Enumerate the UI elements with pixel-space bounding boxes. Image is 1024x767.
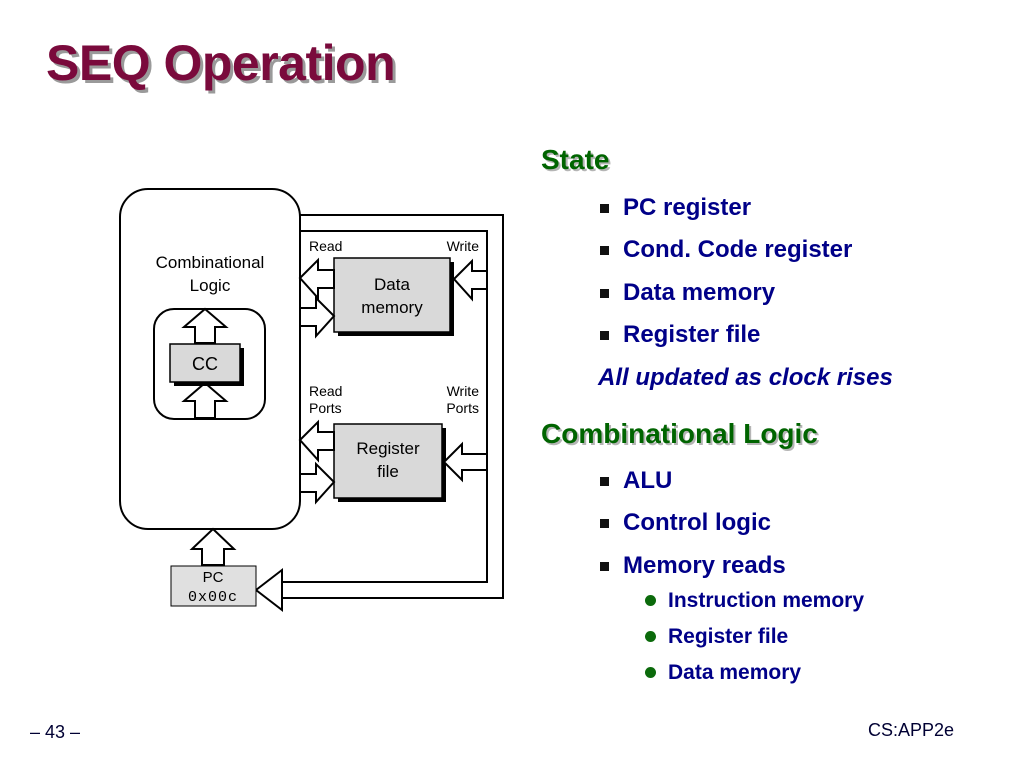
register-file-box <box>333 423 443 499</box>
data-memory-arrows <box>298 257 488 339</box>
combinational-item-memory-reads: Memory reads <box>600 552 786 580</box>
combinational-item-control-logic: Control logic <box>600 509 771 537</box>
cc-label: CC <box>192 354 218 374</box>
cc-register <box>169 343 241 383</box>
combinational-logic-label-2: Logic <box>190 276 231 295</box>
course-label: CS:APP2e <box>868 720 955 740</box>
square-bullet-icon <box>600 246 609 255</box>
memory-reads-register-file: Register file <box>645 625 788 649</box>
state-item-register-file: Register file <box>600 321 760 349</box>
state-item-cond-code: Cond. Code register <box>600 236 852 264</box>
memory-reads-data-memory: Data memory <box>645 661 801 685</box>
register-file-label: Register <box>356 439 420 458</box>
combinational-heading: Combinational Logic <box>541 418 818 449</box>
read-label: Read <box>309 238 342 254</box>
slide-title: SEQ Operation <box>46 35 396 91</box>
cc-arrows <box>181 307 229 419</box>
round-bullet-icon <box>645 595 656 606</box>
data-memory-box <box>333 257 451 333</box>
pc-label: PC <box>203 569 224 586</box>
square-bullet-icon <box>600 204 609 213</box>
write-ports-label: Write <box>447 383 480 399</box>
read-ports-label-2: Ports <box>309 400 342 416</box>
page-number: – 43 – <box>30 722 81 742</box>
write-label: Write <box>447 238 480 254</box>
state-item-pc-register: PC register <box>600 194 751 222</box>
register-file-label-2: file <box>377 462 399 481</box>
memory-reads-instruction-memory: Instruction memory <box>645 589 864 613</box>
data-memory-label-2: memory <box>361 298 423 317</box>
combinational-item-alu: ALU <box>600 467 672 495</box>
pc-arrow <box>189 527 237 566</box>
pc-feedback-arrow <box>254 567 283 613</box>
write-ports-label-2: Ports <box>446 400 479 416</box>
combinational-logic-label: Combinational <box>156 253 265 272</box>
read-ports-label: Read <box>309 383 342 399</box>
square-bullet-icon <box>600 289 609 298</box>
state-note: All updated as clock rises <box>598 364 893 391</box>
round-bullet-icon <box>645 667 656 678</box>
state-item-data-memory: Data memory <box>600 279 775 307</box>
square-bullet-icon <box>600 562 609 571</box>
register-file-arrows <box>298 419 488 505</box>
pc-register <box>170 565 257 607</box>
square-bullet-icon <box>600 477 609 486</box>
square-bullet-icon <box>600 331 609 340</box>
round-bullet-icon <box>645 631 656 642</box>
data-memory-label: Data <box>374 275 410 294</box>
state-heading: State <box>541 144 610 175</box>
pc-value: 0x00c <box>188 589 238 606</box>
square-bullet-icon <box>600 519 609 528</box>
